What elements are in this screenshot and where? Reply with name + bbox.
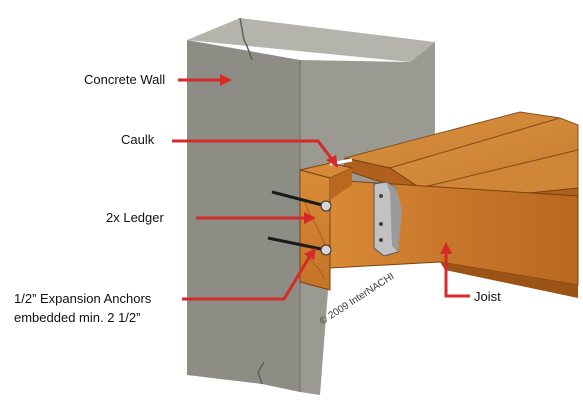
expansion-anchors (267, 190, 332, 256)
label-joist: Joist (474, 289, 501, 304)
label-expansion-anchors: 1/2” Expansion Anchors embedded min. 2 1… (14, 289, 151, 327)
ledger-side (330, 168, 352, 200)
arrow-joist-head (440, 242, 452, 254)
arrow-concrete-wall-head (220, 74, 232, 86)
hanger-nail-2 (379, 222, 383, 226)
anchor-nut-2 (320, 244, 332, 256)
anchor-bolt-2 (267, 236, 327, 252)
arrow-ledger-head (304, 212, 316, 224)
deck-structure (329, 111, 579, 298)
concrete-wall-crack (239, 17, 253, 61)
label-ledger: 2x Ledger (106, 210, 164, 225)
label-caulk: Caulk (121, 132, 155, 147)
joist-underside (440, 262, 578, 298)
joist-hanger-flange (386, 182, 402, 252)
anchor-bolt-1 (271, 190, 327, 208)
hanger-nail-3 (379, 238, 383, 242)
concrete-wall-top (187, 18, 435, 62)
arrow-anchors (182, 255, 312, 301)
label-expansion-anchors-line1: 1/2” Expansion Anchors (14, 291, 152, 306)
concrete-wall-crack-bottom (257, 361, 265, 385)
callout-arrows (172, 74, 470, 301)
label-concrete-wall: Concrete Wall (84, 72, 166, 87)
arrow-anchors-head (304, 248, 316, 260)
hanger-nail-1 (379, 194, 383, 198)
concrete-wall-front-face (187, 40, 300, 392)
arrow-caulk (172, 139, 336, 163)
anchor-nut-1 (320, 200, 332, 212)
joist-hanger (373, 181, 402, 257)
arrow-caulk-head (326, 155, 338, 168)
arrow-joist (444, 252, 470, 298)
label-expansion-anchors-line2: embedded min. 2 1/2” (14, 310, 141, 325)
ledger-face (299, 169, 331, 291)
